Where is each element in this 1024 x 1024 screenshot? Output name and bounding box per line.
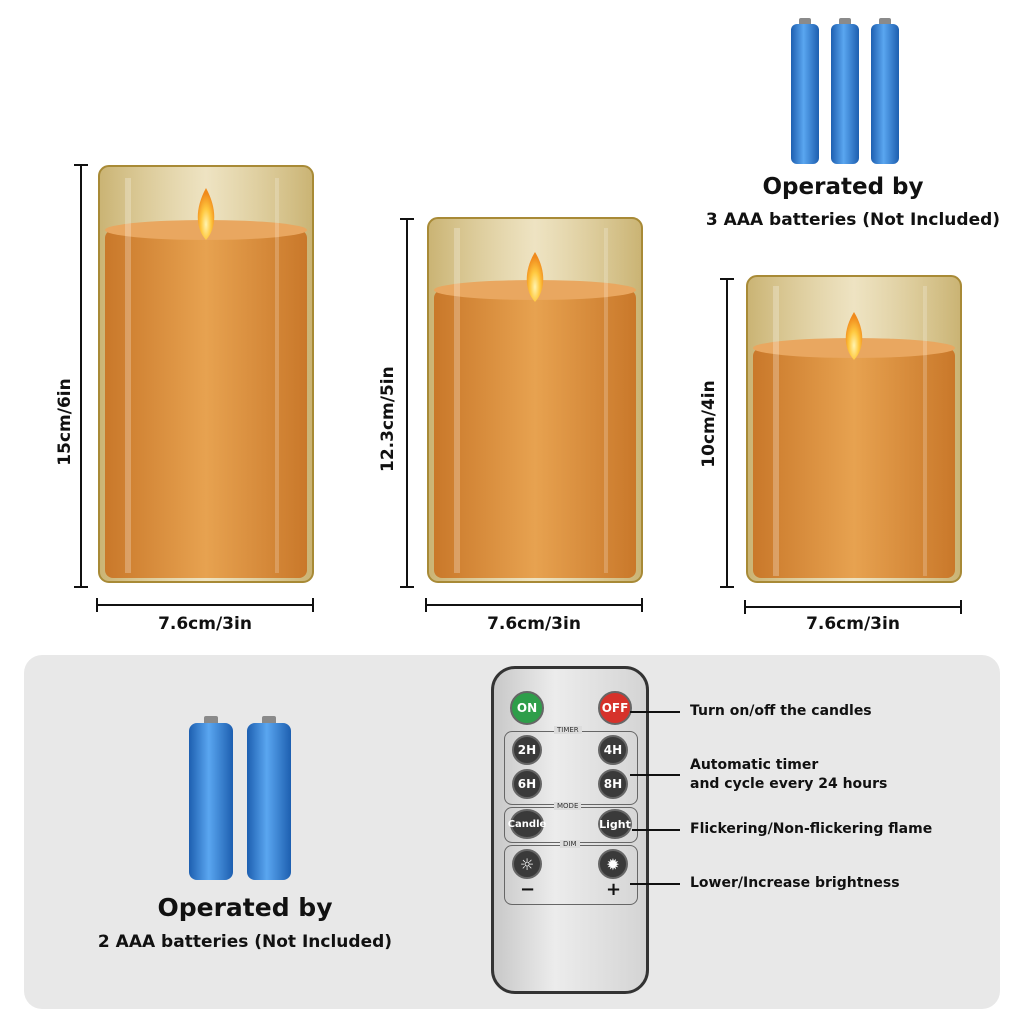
width-dimension-medium (425, 598, 643, 618)
aaa-battery-icon (871, 18, 899, 164)
width-label-small: 7.6cm/3in (806, 614, 900, 634)
timer-callout-line2: and cycle every 24 hours (690, 776, 888, 792)
aaa-battery-icon (247, 716, 291, 880)
power-callout: Turn on/off the candles (690, 703, 872, 719)
light-mode-button[interactable]: Light (598, 809, 632, 839)
candle-large-image (98, 165, 314, 583)
timer-callout-line1: Automatic timer (690, 757, 819, 773)
mode-callout: Flickering/Non-flickering flame (690, 821, 933, 837)
timer-4h-button[interactable]: 4H (598, 735, 628, 765)
width-label-medium: 7.6cm/3in (487, 614, 581, 634)
bottom-battery-subtitle: 2 AAA batteries (Not Included) (97, 932, 393, 952)
sun-dim-icon: ☼ (519, 854, 535, 874)
dim-label: DIM (560, 840, 580, 848)
dim-increase-button[interactable]: ✹ (598, 849, 628, 879)
bottom-battery-title: Operated by (157, 893, 333, 922)
width-dimension-small (744, 600, 962, 620)
timer-callout-line (630, 774, 680, 776)
height-label-medium: 12.3cm/5in (378, 366, 398, 472)
top-battery-title: Operated by (762, 174, 924, 200)
sun-bright-icon: ✹ (606, 854, 620, 874)
width-label-large: 7.6cm/3in (158, 614, 252, 634)
dim-callout-line (630, 883, 680, 885)
candle-mode-button[interactable]: Candle (508, 809, 546, 839)
dim-plus-symbol: + (606, 879, 622, 900)
height-dimension-small (720, 278, 740, 588)
dim-callout: Lower/Increase brightness (690, 875, 900, 891)
top-battery-subtitle: 3 AAA batteries (Not Included) (705, 210, 1001, 230)
timer-8h-button[interactable]: 8H (598, 769, 628, 799)
height-dimension-large (74, 164, 94, 588)
remote-control: ON OFF TIMER 2H 4H 6H 8H MODE Candle Lig… (491, 666, 649, 994)
mode-callout-line (632, 829, 680, 831)
candle-small-image (746, 275, 962, 583)
height-label-small: 10cm/4in (699, 380, 719, 468)
aaa-battery-icon (831, 18, 859, 164)
width-dimension-large (96, 598, 314, 618)
dim-minus-symbol: − (520, 879, 536, 900)
on-button[interactable]: ON (510, 691, 544, 725)
off-button[interactable]: OFF (598, 691, 632, 725)
aaa-battery-icon (791, 18, 819, 164)
power-callout-line (630, 711, 680, 713)
dim-lower-button[interactable]: ☼ (512, 849, 542, 879)
height-label-large: 15cm/6in (55, 378, 75, 466)
candle-medium-image (427, 217, 643, 583)
timer-2h-button[interactable]: 2H (512, 735, 542, 765)
mode-label: MODE (554, 802, 582, 810)
timer-6h-button[interactable]: 6H (512, 769, 542, 799)
aaa-battery-icon (189, 716, 233, 880)
timer-label: TIMER (554, 726, 582, 734)
height-dimension-medium (400, 218, 420, 588)
